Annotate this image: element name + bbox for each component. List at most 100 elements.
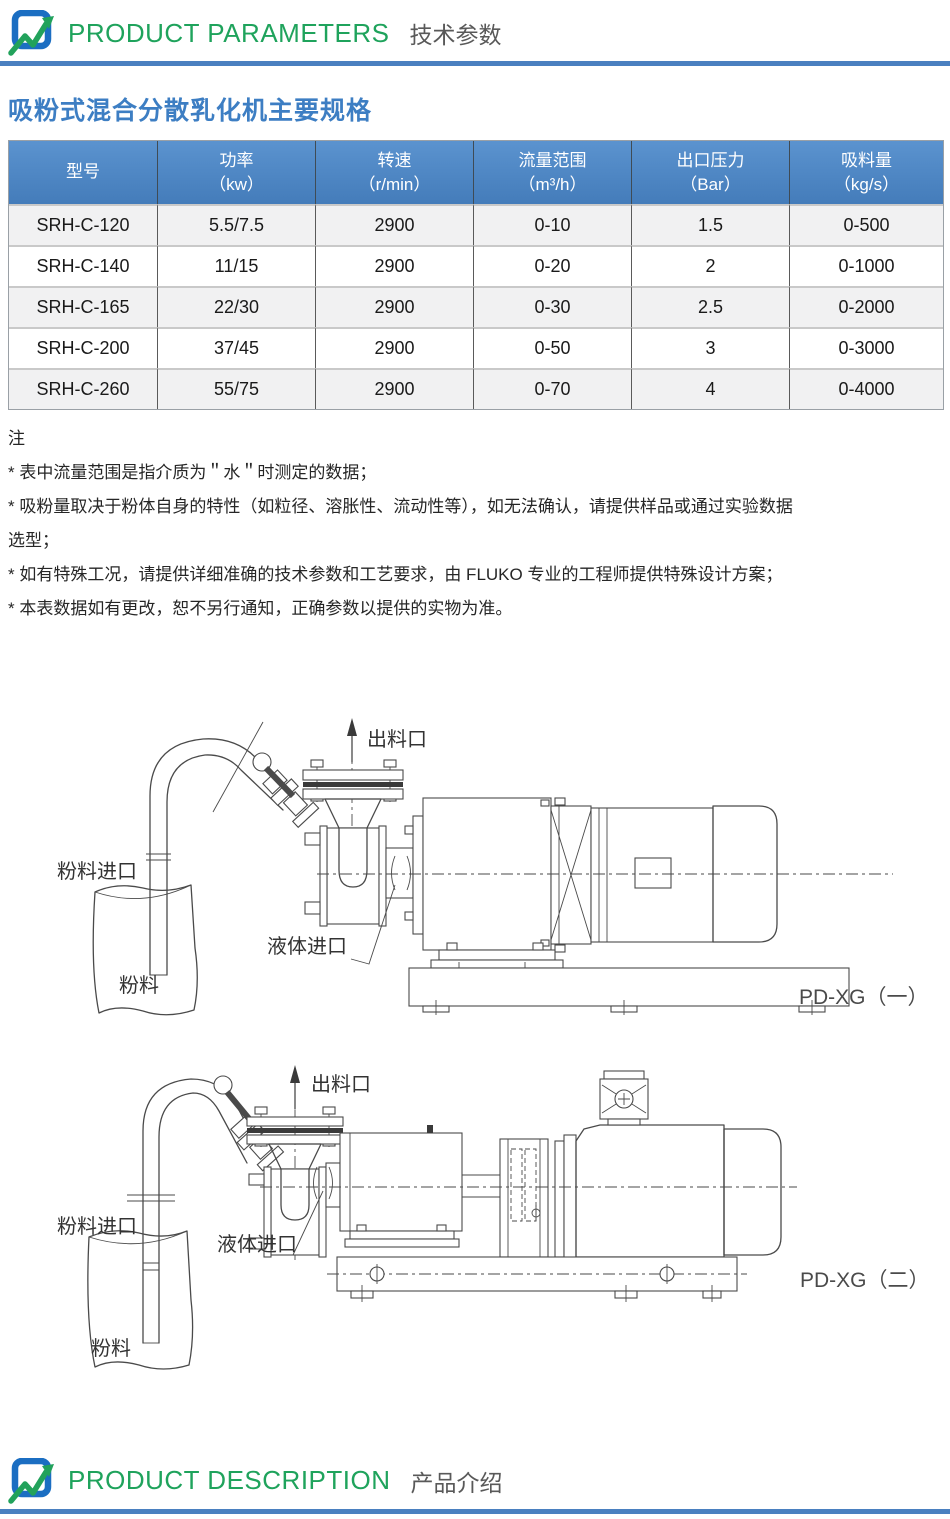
- column-unit: （r/min）: [358, 174, 431, 194]
- table-cell: 2900: [316, 367, 474, 409]
- terminal-box: [599, 1078, 649, 1120]
- table-cell: 2: [632, 244, 790, 286]
- column-label: 吸料量: [841, 151, 892, 170]
- spec-table-header: 型号 功率 （kw） 转速（r/min） 流量范围 （m³/h） 出口压力 （Bar）…: [9, 141, 943, 204]
- column-unit: （Bar）: [680, 174, 741, 194]
- table-cell: SRH-C-120: [9, 203, 158, 245]
- table-row: SRH-C-140 11/15 2900 0-20 2 0-1000: [9, 244, 943, 286]
- spec-table: 型号 功率 （kw） 转速（r/min） 流量范围 （m³/h） 出口压力 （Bar）…: [8, 140, 944, 410]
- valve-handle-ball: [213, 1075, 233, 1095]
- outlet-label: 出料口: [367, 728, 427, 751]
- diagram-pd-xg-2: 出料口 粉料进口 液体进口 粉料 PD-XG（二）: [55, 1055, 942, 1400]
- outlet-label: 出料口: [311, 1073, 371, 1096]
- column-unit: （m³/h）: [518, 174, 587, 194]
- powder-inlet-label: 粉料进口: [57, 860, 137, 883]
- pump-drawing-1: 出料口 粉料进口 液体进口 粉料 PD-XG（一）: [57, 717, 929, 1015]
- section-title-zh: 技术参数: [409, 22, 502, 48]
- suction-pipe: [146, 721, 298, 976]
- table-cell: 11/15: [158, 244, 316, 286]
- column-header: 转速（r/min）: [316, 141, 474, 204]
- table-cell: SRH-C-140: [9, 244, 158, 286]
- table-row: SRH-C-260 55/75 2900 0-70 4 0-4000: [9, 367, 943, 409]
- column-header: 流量范围 （m³/h）: [474, 141, 632, 204]
- notes-title: 注: [8, 428, 25, 448]
- diagram-caption: PD-XG（二）: [800, 1269, 930, 1292]
- table-cell: 2900: [316, 326, 474, 368]
- leader-line: [350, 884, 396, 965]
- note-line: * 如有特殊工况，请提供详细准确的技术参数和工艺要求，由 FLUKO 专业的工程…: [8, 564, 783, 584]
- table-cell: 0-30: [474, 285, 632, 327]
- table-cell: 3: [632, 326, 790, 368]
- note-line: * 表中流量范围是指介质为＂水＂时测定的数据；: [8, 462, 377, 482]
- powder-label: 粉料: [91, 1337, 131, 1360]
- motor-end-cap: [712, 804, 778, 943]
- section-title-en: PRODUCT PARAMETERS: [68, 17, 390, 48]
- fluko-logo-icon: [8, 1457, 54, 1504]
- u-tube: [338, 826, 368, 888]
- motor-adapter: [550, 797, 592, 953]
- base-plate: [327, 1256, 747, 1302]
- diagram-caption: PD-XG（一）: [799, 986, 929, 1009]
- section-title-en: PRODUCT DESCRIPTION: [68, 1465, 391, 1496]
- leader-line: [292, 1190, 324, 1255]
- valve-handle-ball: [252, 752, 272, 772]
- table-cell: 22/30: [158, 285, 316, 327]
- diagram-pd-xg-1: 出料口 粉料进口 液体进口 粉料 PD-XG（一）: [55, 710, 942, 1045]
- table-cell: 0-4000: [790, 367, 943, 409]
- table-cell: 0-20: [474, 244, 632, 286]
- break-line: [212, 721, 264, 812]
- powder-inlet-label: 粉料进口: [57, 1215, 137, 1238]
- section-header-description: PRODUCT DESCRIPTION 产品介绍: [0, 1448, 950, 1514]
- table-cell: 2.5: [632, 285, 790, 327]
- blue-divider: [0, 1508, 950, 1514]
- spec-table-body: SRH-C-120 5.5/7.5 2900 0-10 1.5 0-500 SR…: [9, 203, 943, 409]
- header-row: 型号 功率 （kw） 转速（r/min） 流量范围 （m³/h） 出口压力 （Bar）…: [9, 141, 943, 204]
- note-line: 选型；: [8, 530, 59, 550]
- table-cell: 0-500: [790, 203, 943, 245]
- liquid-inlet-label: 液体进口: [217, 1233, 297, 1256]
- spec-table-title: 吸粉式混合分散乳化机主要规格: [8, 97, 373, 125]
- terminal-box-lid: [603, 1070, 645, 1080]
- table-cell: 4: [632, 367, 790, 409]
- column-header: 吸料量 （kg/s）: [790, 141, 943, 204]
- fluko-logo-icon: [8, 10, 54, 56]
- table-cell: SRH-C-260: [9, 367, 158, 409]
- pump-drawing-2: 出料口 粉料进口 液体进口 粉料 PD-XG（二）: [57, 1064, 930, 1370]
- table-row: SRH-C-165 22/30 2900 0-30 2.5 0-2000: [9, 285, 943, 327]
- outlet-flange-and-chamber: [246, 1064, 344, 1260]
- motor-end-cap: [723, 1127, 782, 1256]
- table-row: SRH-C-120 5.5/7.5 2900 0-10 1.5 0-500: [9, 203, 943, 245]
- table-cell: 0-50: [474, 326, 632, 368]
- table-cell: 2900: [316, 244, 474, 286]
- bearing-frame-coupling: [462, 1138, 549, 1258]
- table-cell: 37/45: [158, 326, 316, 368]
- powder-container: [87, 1229, 194, 1370]
- table-cell: 1.5: [632, 203, 790, 245]
- outlet-flange-and-chamber: [302, 717, 404, 927]
- section-header-parameters: PRODUCT PARAMETERS 技术参数: [0, 0, 950, 66]
- u-tube: [280, 1167, 310, 1221]
- blue-divider: [0, 61, 950, 66]
- column-unit: （kw）: [209, 174, 264, 194]
- column-header: 型号: [9, 141, 158, 204]
- table-cell: SRH-C-165: [9, 285, 158, 327]
- table-cell: 0-3000: [790, 326, 943, 368]
- notes: 注 * 表中流量范围是指介质为＂水＂时测定的数据； * 吸粉量取决于粉体自身的特…: [8, 422, 942, 626]
- table-cell: 0-10: [474, 203, 632, 245]
- column-unit: （kg/s）: [833, 174, 900, 194]
- column-label: 流量范围: [518, 151, 587, 170]
- powder-label: 粉料: [119, 974, 159, 997]
- column-label: 型号: [66, 162, 100, 182]
- pump-body: [339, 1124, 463, 1248]
- column-label: 出口压力: [676, 151, 745, 170]
- table-cell: SRH-C-200: [9, 326, 158, 368]
- note-line: * 吸粉量取决于粉体自身的特性（如粒径、溶胀性、流动性等），如无法确认，请提供样…: [8, 496, 793, 516]
- liquid-inlet-port: [350, 847, 414, 965]
- column-label: 功率: [219, 151, 254, 170]
- column-header: 功率 （kw）: [158, 141, 316, 204]
- table-cell: 2900: [316, 285, 474, 327]
- table-cell: 2900: [316, 203, 474, 245]
- motor: [575, 1070, 782, 1258]
- pinch-valve: [252, 752, 320, 828]
